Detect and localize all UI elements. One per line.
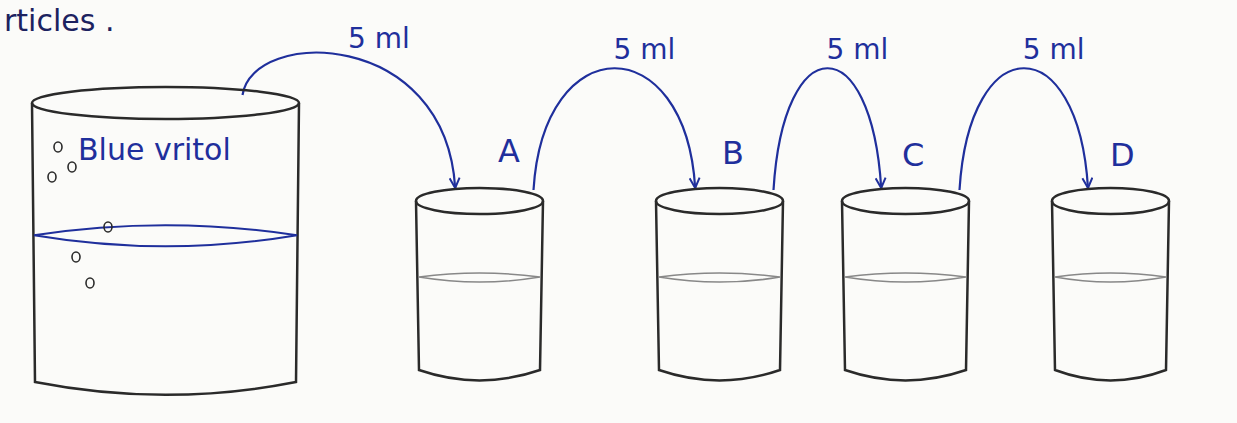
beaker-outline (838, 186, 973, 385)
dilution-beaker: C (838, 128, 973, 385)
volume-label: 5 ml (345, 24, 413, 55)
dilution-beaker: A (412, 128, 547, 385)
beaker-letter: B (722, 136, 744, 171)
beaker-outline (652, 186, 787, 385)
stock-beaker: Blue vritol (28, 85, 303, 400)
transfer-arrow (960, 68, 1089, 190)
heading-fragment: rticles . (4, 4, 114, 37)
solution-label: Blue vritol (78, 133, 231, 166)
transfer-arrow (774, 68, 882, 190)
beaker-letter: C (902, 138, 924, 173)
volume-label: 5 ml (610, 35, 678, 66)
transfer-arrow (534, 68, 696, 190)
dilution-beaker: B (652, 128, 787, 385)
volume-label: 5 ml (1020, 35, 1088, 66)
beaker-letter: A (498, 134, 520, 169)
beaker-letter: D (1110, 138, 1135, 173)
dilution-beaker: D (1048, 128, 1173, 385)
transfer-arrow (243, 53, 456, 188)
beaker-outline (412, 186, 547, 385)
beaker-outline (1048, 186, 1173, 385)
volume-label: 5 ml (823, 35, 891, 66)
